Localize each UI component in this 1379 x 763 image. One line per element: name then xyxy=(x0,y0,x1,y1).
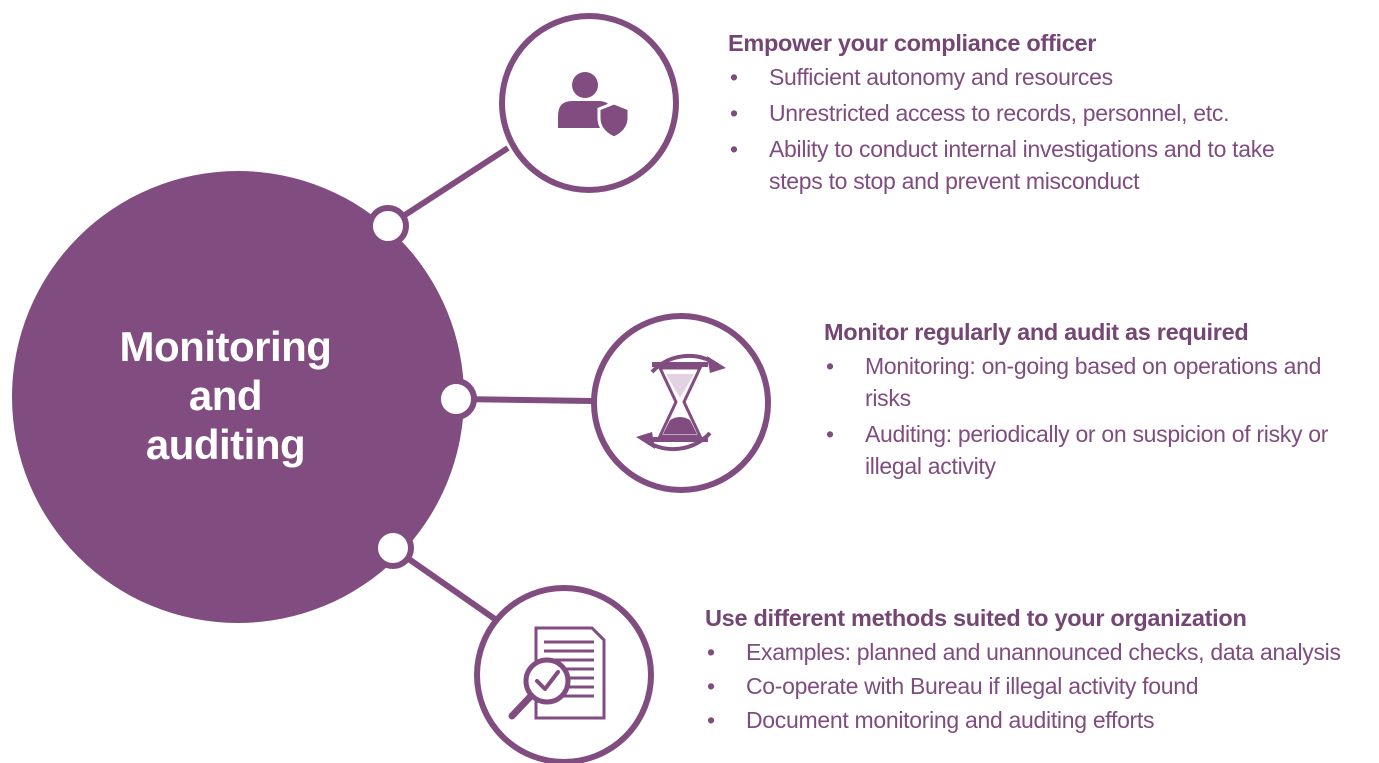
list-item: • Monitoring: on-going based on operation… xyxy=(824,350,1355,414)
connector-bottom xyxy=(391,545,504,627)
connector-node-middle xyxy=(435,378,477,420)
bullet-icon: • xyxy=(826,421,834,447)
bullet-icon: • xyxy=(730,64,738,90)
bullet-icon: • xyxy=(707,707,715,733)
list-item: • Document monitoring and auditing effort… xyxy=(705,704,1377,736)
bullet-icon: • xyxy=(730,100,738,126)
hub-circle xyxy=(12,171,464,623)
bullet-icon: • xyxy=(826,353,834,379)
bullet-icon: • xyxy=(730,136,738,162)
section-heading: Use different methods suited to your org… xyxy=(705,605,1247,631)
section-compliance-officer: Empower your compliance officer • Suffici… xyxy=(728,28,1368,201)
document-magnifier-check-icon xyxy=(474,585,654,763)
section-heading: Monitor regularly and audit as required xyxy=(824,319,1249,345)
list-item-text: Co-operate with Bureau if illegal activi… xyxy=(746,673,1199,699)
list-item-text: Unrestricted access to records, personne… xyxy=(769,100,1230,126)
section-heading: Empower your compliance officer xyxy=(728,30,1097,56)
list-item-text: Document monitoring and auditing efforts xyxy=(746,707,1155,733)
list-item-text: Sufficient autonomy and resources xyxy=(769,64,1113,90)
connector-node-bottom xyxy=(372,527,414,569)
connector-node-top xyxy=(367,205,409,247)
bullet-list: • Sufficient autonomy and resources • Unre… xyxy=(728,61,1368,197)
list-item-text: Monitoring: on-going based on operations… xyxy=(865,353,1322,411)
list-item: • Auditing: periodically or on suspicion … xyxy=(824,418,1365,482)
user-shield-icon xyxy=(499,13,679,193)
list-item: • Unrestricted access to records, personn… xyxy=(728,97,1368,129)
section-monitor-audit: Monitor regularly and audit as required … xyxy=(824,317,1369,486)
hub-title-line: auditing xyxy=(145,421,306,468)
section-methods: Use different methods suited to your org… xyxy=(705,603,1377,738)
bullet-icon: • xyxy=(707,673,715,699)
bullet-list: • Examples: planned and unannounced check… xyxy=(705,636,1377,736)
list-item-text: Ability to conduct internal investigatio… xyxy=(769,136,1275,194)
list-item-text: Auditing: periodically or on suspicion o… xyxy=(865,421,1329,479)
list-item-text: Examples: planned and unannounced checks… xyxy=(746,639,1341,665)
hourglass-cycle-icon xyxy=(591,313,771,493)
bullet-icon: • xyxy=(707,639,715,665)
hub-title-line: Monitoring xyxy=(119,323,332,370)
hub-title-line: and xyxy=(188,372,263,419)
connector-top xyxy=(386,145,510,229)
list-item: • Sufficient autonomy and resources xyxy=(728,61,1368,93)
connector-middle xyxy=(455,396,593,404)
list-item: • Ability to conduct internal investigati… xyxy=(728,133,1294,197)
list-item: • Examples: planned and unannounced check… xyxy=(705,636,1377,668)
hub-title: Monitoring and auditing xyxy=(58,322,393,469)
list-item: • Co-operate with Bureau if illegal activ… xyxy=(705,670,1377,702)
bullet-list: • Monitoring: on-going based on operation… xyxy=(824,350,1369,482)
